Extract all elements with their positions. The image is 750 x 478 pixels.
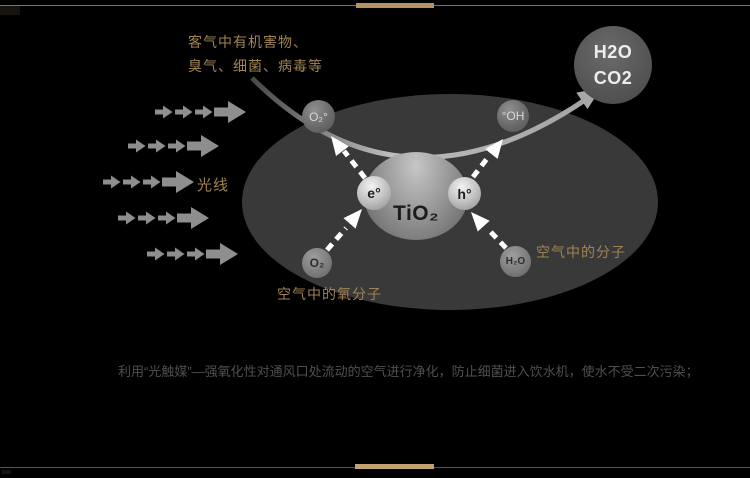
ray-row-1 [155, 101, 246, 123]
bottom-accent-bar [355, 464, 434, 469]
arrow-water-to-hole [471, 212, 508, 250]
pollutants-annotation: 客气中有机害物、 臭气、细菌、病毒等 [188, 30, 323, 78]
hydroxyl-circle: °OH [497, 100, 529, 132]
superoxide-circle: O₂° [302, 100, 335, 133]
light-rays-label: 光线 [197, 177, 230, 194]
water-label: H₂O [505, 256, 526, 267]
superoxide-label: O₂° [309, 109, 328, 124]
electron-label: e° [367, 185, 381, 201]
electron-circle: e° [357, 176, 391, 210]
oxygen-circle: O₂ [302, 248, 332, 278]
tio2-label: TiO₂ [393, 202, 439, 225]
oxygen-label: O₂ [309, 256, 325, 270]
caption-text: 利用“光触媒”—强氧化性对通风口处流动的空气进行净化，防止细菌进入饮水机，使水不… [118, 364, 699, 379]
arrow-oxygen-to-electron [325, 209, 362, 252]
water-circle: H₂O [500, 246, 531, 277]
arrow-hole-to-hydroxyl [471, 139, 503, 179]
oxygen-molecules-label: 空气中的氧分子 [277, 286, 382, 302]
pollutants-line2: 臭气、细菌、病毒等 [188, 58, 323, 74]
hydroxyl-label: °OH [501, 109, 525, 123]
bottom-left-corner-mark [2, 470, 11, 474]
product-circle: H2O CO2 [574, 26, 652, 104]
pollutants-line1: 客气中有机害物、 [188, 34, 308, 50]
ray-row-5 [147, 243, 238, 265]
hole-circle: h° [448, 177, 481, 210]
hole-label: h° [457, 185, 472, 202]
ray-row-2 [128, 135, 219, 157]
ray-row-3 [103, 171, 194, 193]
product-water-label: H2O [593, 42, 633, 62]
arrow-electron-to-superoxide [331, 136, 367, 180]
ray-row-4 [118, 207, 209, 229]
top-accent-bar [356, 3, 434, 8]
air-molecules-label: 空气中的分子 [536, 244, 626, 260]
reaction-arrows [325, 136, 508, 252]
top-left-corner-mark [0, 6, 20, 15]
product-co2-label: CO2 [593, 68, 633, 88]
